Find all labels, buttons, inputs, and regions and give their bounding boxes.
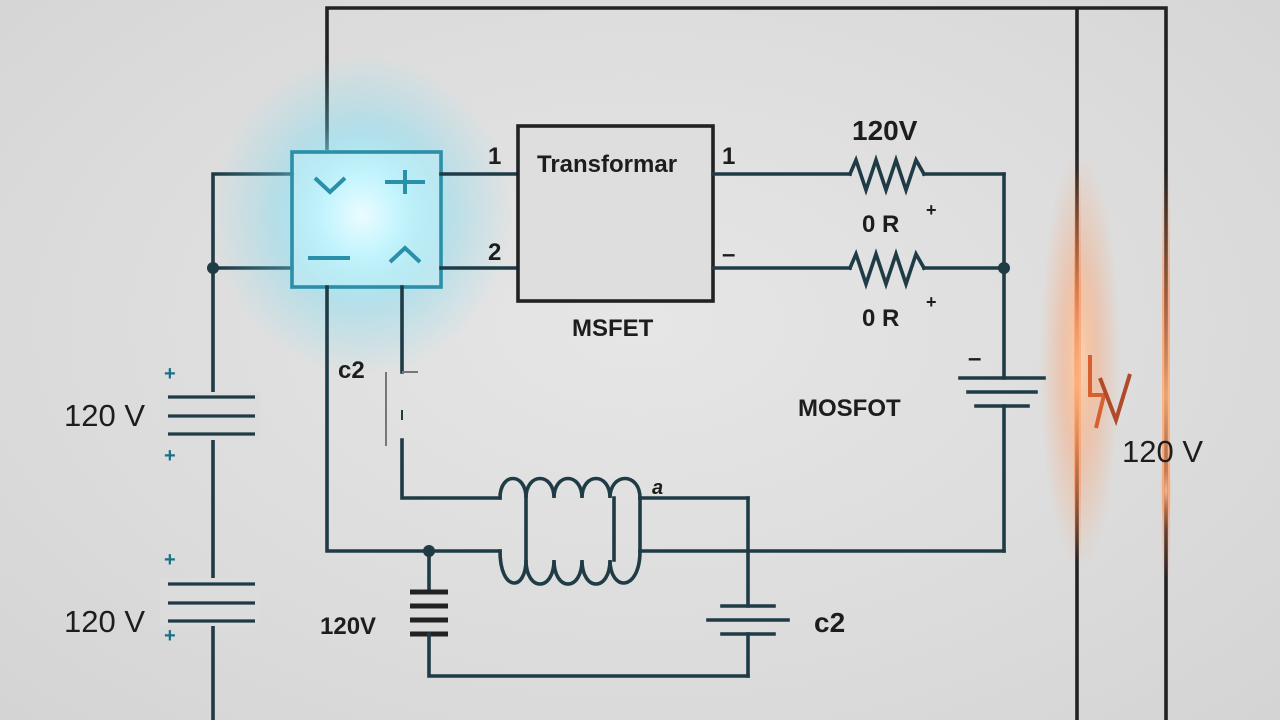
source-voltage-bottom: 120 V	[64, 604, 145, 639]
resistor-top-sup: +	[926, 200, 937, 220]
source-capacitor-top: + +	[160, 363, 260, 467]
resistor-bottom	[847, 248, 1010, 290]
source-voltage-top: 120 V	[64, 398, 145, 433]
mosfet-element	[958, 172, 1046, 553]
transformer-caption: MSFET	[572, 315, 654, 342]
resistor-top-value: 120V	[852, 115, 918, 146]
capacitor-c2-left	[385, 371, 418, 446]
mosfet-label: MOSFOT	[798, 395, 901, 422]
output-pin-minus: –	[722, 241, 735, 268]
rail-voltage: 120 V	[1122, 434, 1203, 469]
c2-right-label: c2	[814, 607, 845, 638]
resistor-bottom-label: 0 R	[862, 305, 899, 332]
capacitor-c2-right	[706, 496, 790, 678]
resistor-top-label: 0 R	[862, 211, 899, 238]
transformer-label: Transformar	[537, 151, 677, 178]
plus-sign-top-1: +	[164, 363, 176, 385]
spark-icon	[1088, 355, 1132, 429]
inductor-coil	[498, 476, 1006, 586]
source-capacitor-bottom: + +	[160, 549, 260, 647]
resistor-bottom-sup: +	[926, 292, 937, 312]
battery-bottom	[410, 545, 750, 678]
bridge-rectifier	[212, 55, 512, 375]
battery-bottom-label: 120V	[320, 613, 376, 640]
bridge-pin-1: 1	[488, 143, 501, 170]
mosfet-minus: –	[968, 345, 981, 372]
bridge-pin-2: 2	[488, 239, 501, 266]
plus-sign-bottom-2: +	[164, 625, 176, 647]
output-pin-1: 1	[722, 143, 735, 170]
c2-left-label: c2	[338, 357, 365, 384]
right-rail-glow	[1040, 150, 1172, 580]
resistor-top	[847, 154, 1006, 196]
plus-sign-top-2: +	[164, 445, 176, 467]
transformer-block	[516, 124, 715, 303]
inductor-pin: a	[652, 477, 663, 499]
plus-sign-bottom-1: +	[164, 549, 176, 571]
